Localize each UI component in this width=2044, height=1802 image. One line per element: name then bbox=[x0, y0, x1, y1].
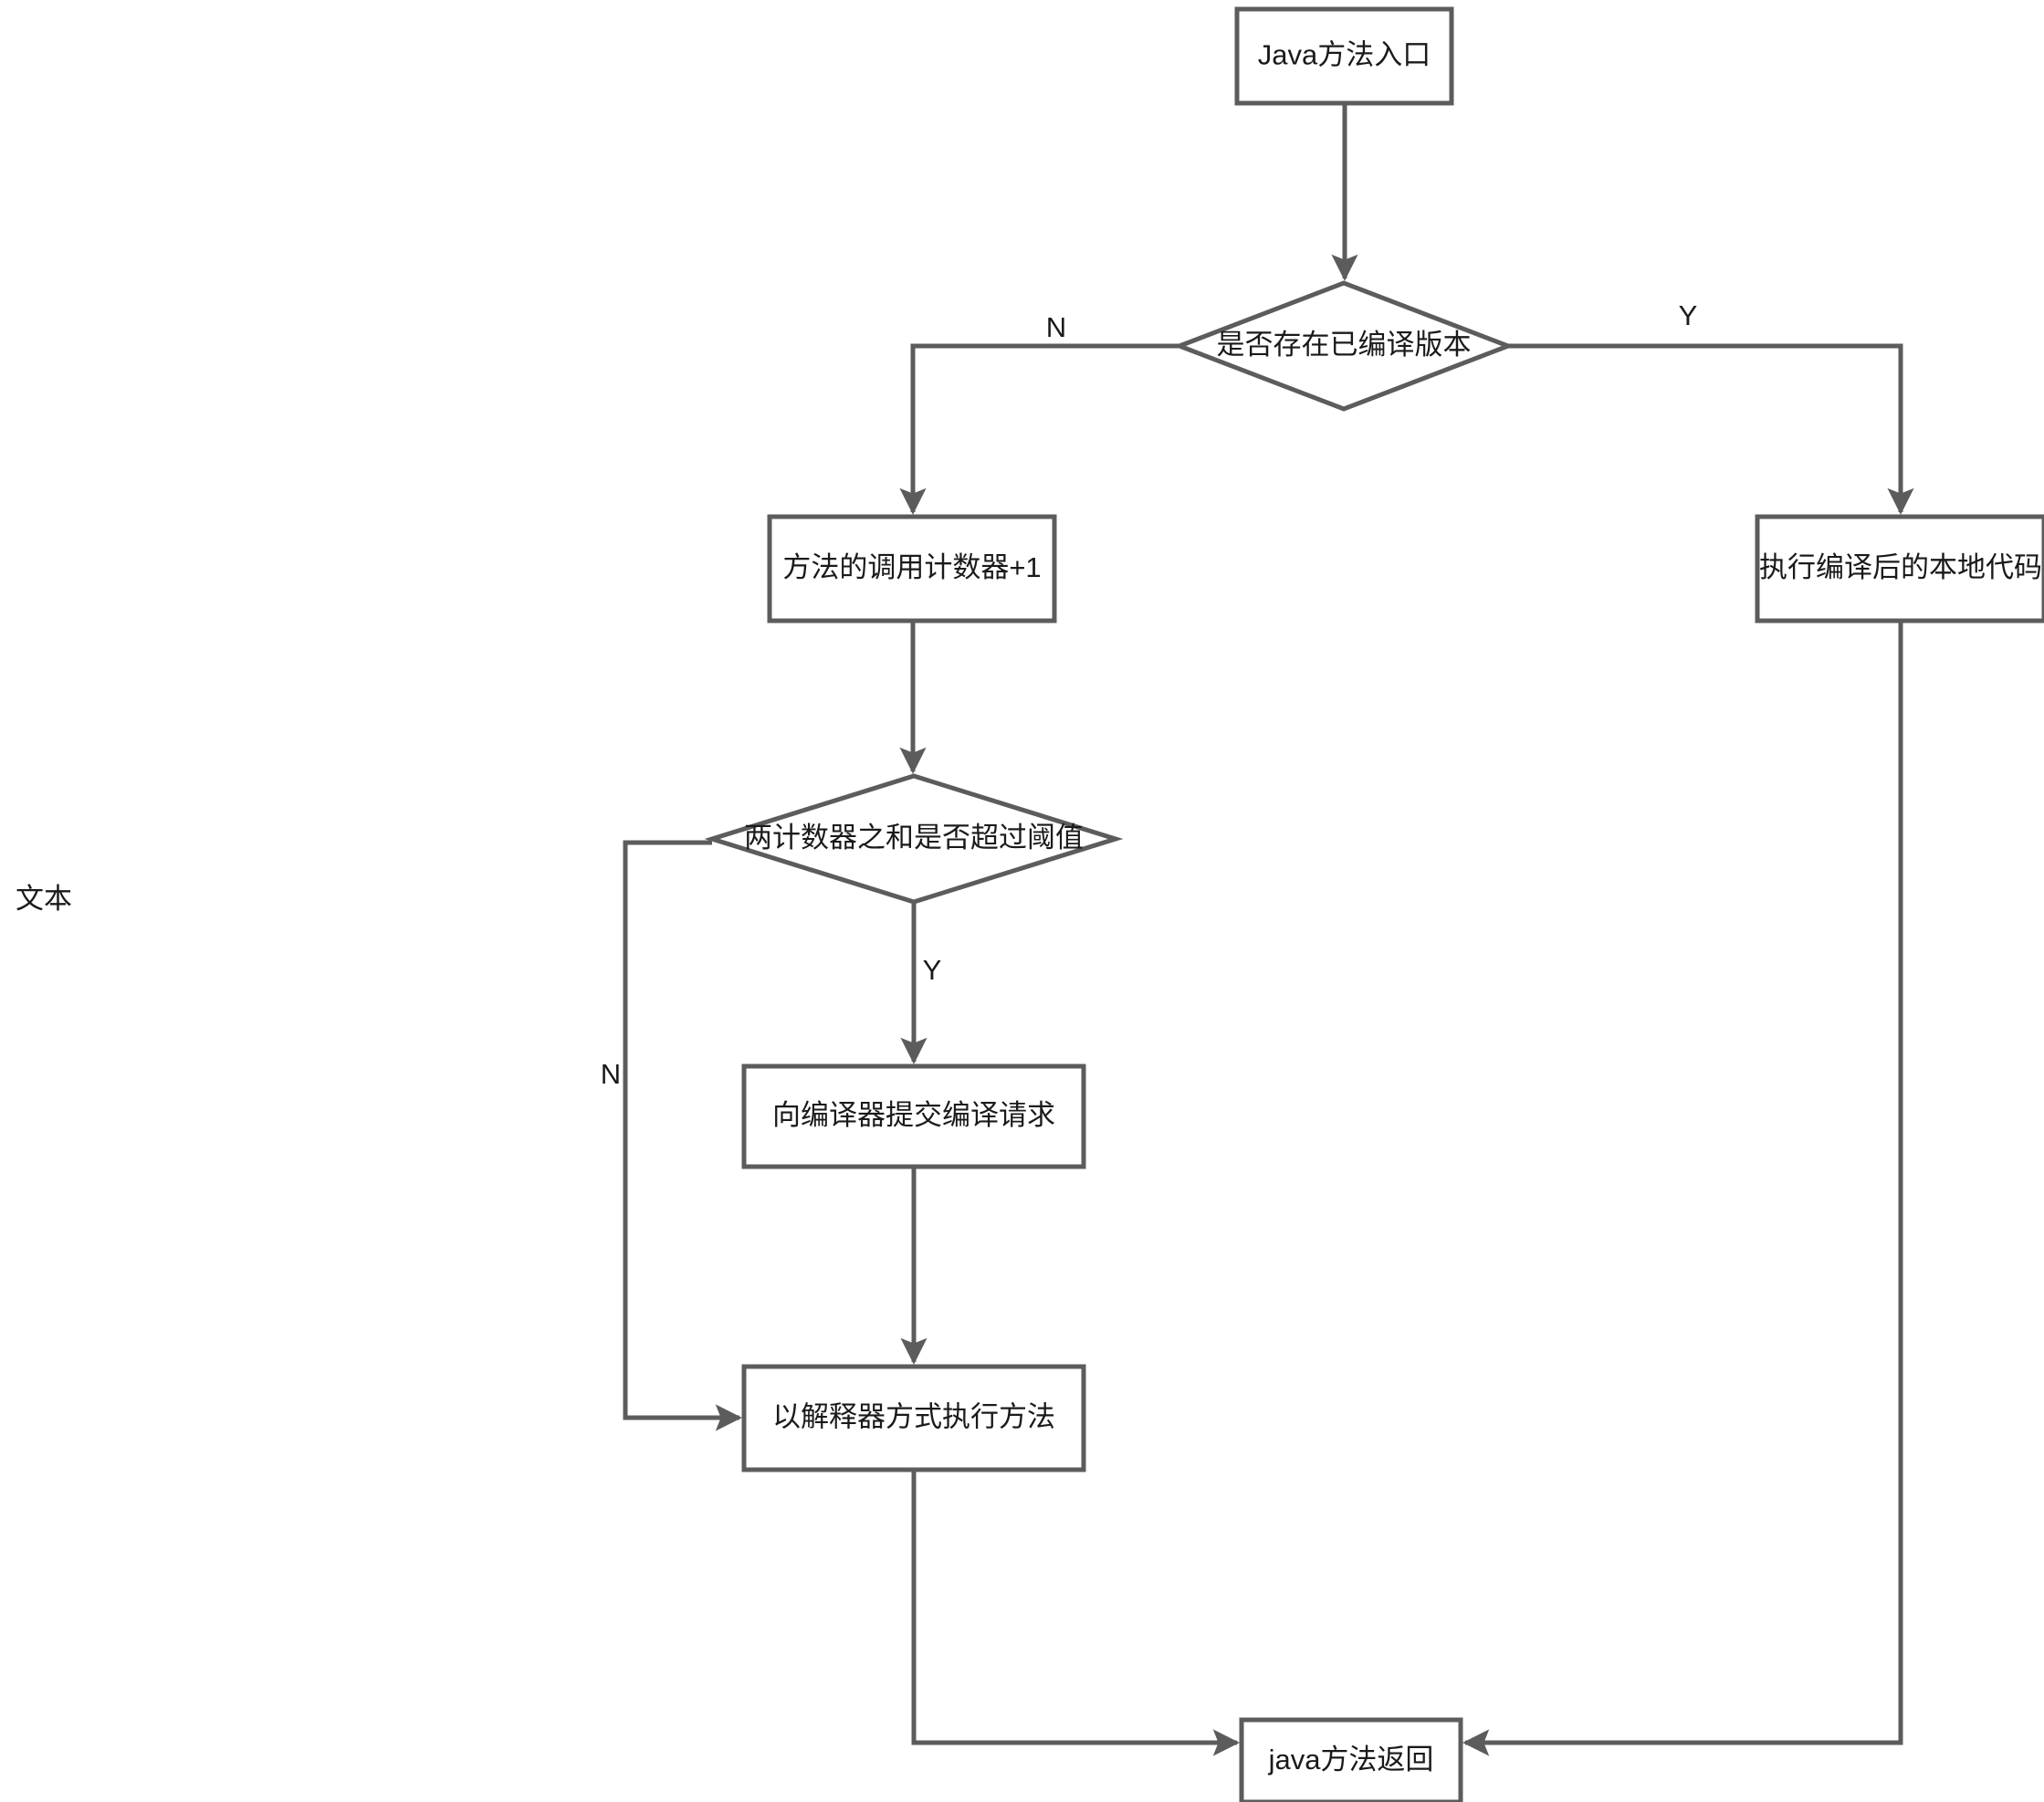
process-shape-java_return bbox=[1239, 1717, 1463, 1802]
flow-node-run_native[interactable]: 执行编译后的本地代码 bbox=[1755, 514, 2044, 623]
flow-node-entry[interactable]: Java方法入口 bbox=[1234, 6, 1454, 106]
flow-node-over_thresh[interactable]: 两计数器之和是否超过阈值 bbox=[704, 773, 1124, 905]
label-yes-compiled: Y bbox=[1679, 299, 1698, 331]
flow-node-counter_inc[interactable]: 方法的调用计数器+1 bbox=[767, 514, 1057, 623]
process-shape-counter_inc bbox=[767, 514, 1057, 623]
edge-labels-layer: N Y Y N bbox=[601, 299, 1698, 1090]
label-yes-thresh: Y bbox=[923, 954, 942, 986]
decision-shape-over_thresh bbox=[704, 773, 1124, 905]
node-label-over_thresh: 两计数器之和是否超过阈值 bbox=[744, 822, 1084, 854]
edges-layer bbox=[623, 103, 1914, 1756]
edge-decision-yes bbox=[1508, 343, 1914, 515]
flow-node-has_compiled[interactable]: 是否存在已编译版本 bbox=[1173, 280, 1515, 412]
label-no-thresh: N bbox=[601, 1058, 621, 1090]
process-shape-run_native bbox=[1755, 514, 2044, 623]
node-label-counter_inc: 方法的调用计数器+1 bbox=[782, 551, 1041, 583]
node-label-submit_jit: 向编译器提交编译请求 bbox=[772, 1099, 1055, 1131]
node-label-run_native: 执行编译后的本地代码 bbox=[1759, 551, 2042, 583]
free-text-1[interactable]: 文本 bbox=[16, 883, 72, 915]
edge-interpret-to-return bbox=[911, 1470, 1240, 1756]
process-shape-entry bbox=[1234, 6, 1454, 106]
process-shape-submit_jit bbox=[741, 1063, 1086, 1169]
process-shape-interpret bbox=[741, 1364, 1086, 1472]
edge-native-to-return bbox=[1462, 621, 1903, 1756]
label-no-compiled: N bbox=[1046, 311, 1066, 343]
edge-threshold-no bbox=[623, 840, 742, 1431]
flow-node-interpret[interactable]: 以解释器方式执行方法 bbox=[741, 1364, 1086, 1472]
free-text-layer: 文本 bbox=[16, 883, 72, 915]
edge-decision-no bbox=[899, 343, 1179, 515]
flow-node-submit_jit[interactable]: 向编译器提交编译请求 bbox=[741, 1063, 1086, 1169]
node-label-entry: Java方法入口 bbox=[1258, 39, 1431, 71]
decision-shape-has_compiled bbox=[1173, 280, 1515, 412]
flow-node-java_return[interactable]: java方法返回 bbox=[1239, 1717, 1463, 1802]
node-label-interpret: 以解释器方式执行方法 bbox=[772, 1401, 1055, 1433]
node-label-has_compiled: 是否存在已编译版本 bbox=[1217, 329, 1472, 361]
node-label-java_return: java方法返回 bbox=[1268, 1744, 1434, 1776]
